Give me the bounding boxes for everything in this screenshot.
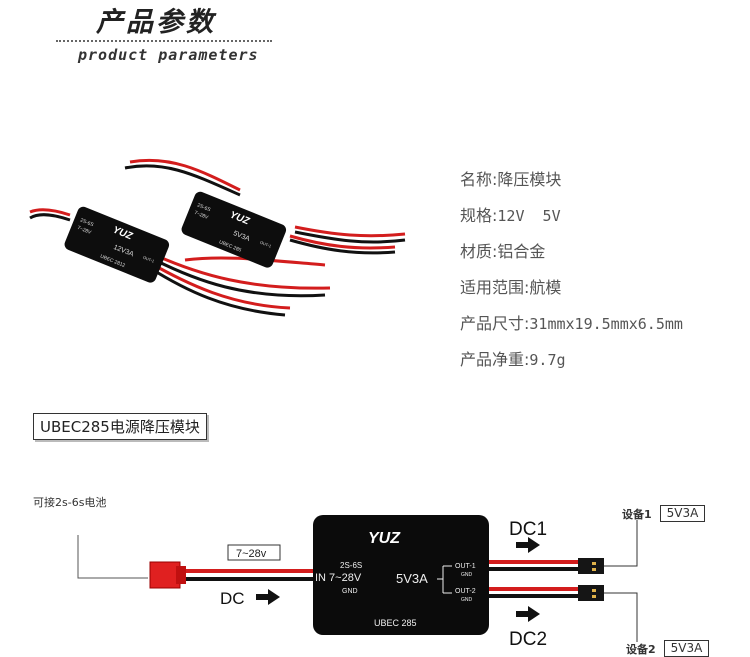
- device1-value: 5V3A: [659, 505, 706, 522]
- battery-pointer: [77, 535, 148, 579]
- module-out1-gnd: GND: [461, 572, 473, 578]
- module-gnd: GND: [342, 588, 358, 595]
- device2-pointer: [604, 592, 638, 642]
- device2-label: 设备2: [626, 642, 656, 656]
- module-b: YUZ 2S-6S 7~28V 5V3A UBEC 285 OUT-1: [181, 191, 287, 268]
- device1-tag: 设备1 5V3A: [622, 505, 706, 522]
- svg-text:7~28V: 7~28V: [193, 210, 209, 221]
- svg-text:OUT-1: OUT-1: [259, 240, 273, 249]
- product-photo: YUZ 2S-6S 7~28V 5V3A UBEC 285 OUT-1 YUZ …: [29, 158, 406, 317]
- svg-text:2S-6S: 2S-6S: [79, 217, 95, 228]
- device2-tag: 设备2 5V3A: [626, 640, 710, 657]
- svg-text:OUT-1: OUT-1: [142, 255, 156, 264]
- output-bracket: [437, 565, 452, 594]
- svg-text:7~28V: 7~28V: [76, 225, 92, 236]
- module-model: UBEC 285: [374, 618, 417, 628]
- page-subtitle: product parameters: [78, 46, 259, 64]
- module-input: IN 7~28V: [315, 572, 362, 584]
- module-a: YUZ 2S-6S 7~28V 12V3A UBEC 2812 OUT-1: [64, 206, 170, 283]
- spec-rating: 规格:12V 5V: [460, 206, 561, 225]
- page-title: 产品参数: [96, 7, 216, 38]
- module-range: 2S-6S: [340, 561, 362, 570]
- dc-in-arrow-icon: [256, 589, 280, 605]
- spec-application: 适用范围:航模: [460, 278, 562, 297]
- input-voltage-box: [227, 544, 281, 561]
- jst-connector-tip: [176, 566, 186, 584]
- device1-label: 设备1: [622, 507, 652, 521]
- out1-connector: [578, 558, 604, 574]
- wire-group-b: [124, 158, 406, 255]
- dc1-arrow-icon: [516, 537, 540, 553]
- svg-text:2S-6S: 2S-6S: [196, 202, 212, 213]
- module-out2: OUT-2: [455, 588, 476, 595]
- battery-note: 可接2s-6s电池: [33, 496, 107, 509]
- dc-in-label: DC: [220, 589, 245, 608]
- dc1-label: DC1: [509, 519, 547, 540]
- section-label: UBEC285电源降压模块: [33, 413, 207, 440]
- out2-connector: [578, 585, 604, 601]
- title-divider: [56, 40, 272, 42]
- module-rating: 5V3A: [396, 571, 428, 586]
- spec-weight: 产品净重:9.7g: [460, 350, 566, 369]
- module-out2-gnd: GND: [461, 597, 473, 603]
- device1-pointer: [604, 520, 638, 567]
- ubec-module: [313, 515, 489, 635]
- device2-value: 5V3A: [663, 640, 710, 657]
- spec-name: 名称:降压模块: [460, 170, 562, 189]
- wiring-diagram: 7~28v DC YUZ 2S-6S IN 7~28V GND 5V3A OUT…: [77, 515, 638, 650]
- brand-logo: YUZ: [368, 530, 401, 547]
- dc2-arrow-icon: [516, 606, 540, 622]
- jst-connector: [149, 561, 181, 589]
- spec-material: 材质:铝合金: [460, 242, 546, 261]
- module-out1: OUT-1: [455, 563, 476, 570]
- dc2-label: DC2: [509, 629, 547, 650]
- input-voltage-label: 7~28v: [236, 548, 267, 560]
- spec-size: 产品尺寸:31mmx19.5mmx6.5mm: [460, 314, 683, 333]
